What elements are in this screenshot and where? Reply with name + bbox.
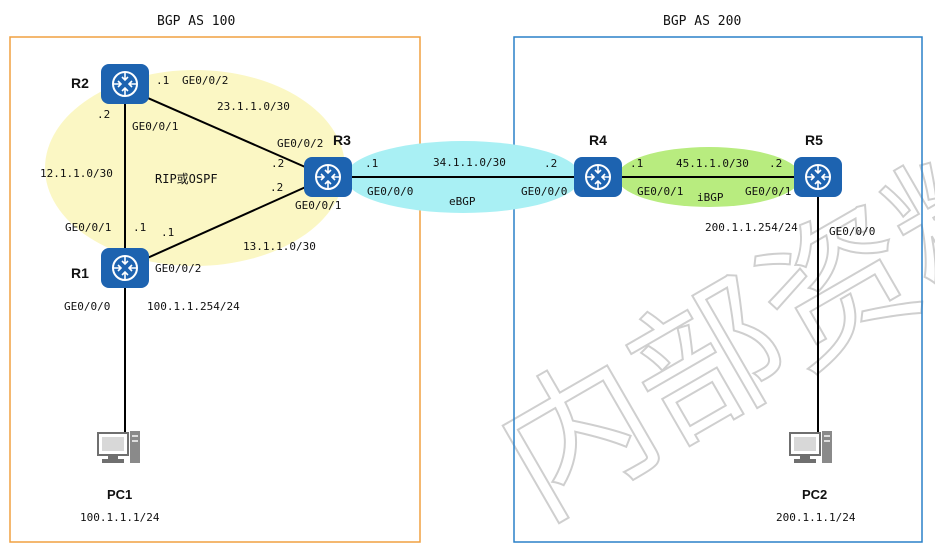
r4-ge000-if: GE0/0/0 — [521, 185, 567, 198]
r1-r3-subnet: 13.1.1.0/30 — [243, 240, 316, 253]
router-r5-name: R5 — [805, 132, 823, 148]
link-r1-r3 — [124, 176, 329, 269]
pc1-name: PC1 — [107, 487, 132, 502]
r3-ge002-host: .2 — [271, 157, 284, 170]
r1-ge001-host: .1 — [133, 221, 146, 234]
r1-ge001-if: GE0/0/1 — [65, 221, 111, 234]
r1-r2-subnet: 12.1.1.0/30 — [40, 167, 113, 180]
r4-ge001-host: .1 — [630, 157, 643, 170]
r4-r5-subnet: 45.1.1.0/30 — [676, 157, 749, 170]
as100-title: BGP AS 100 — [157, 14, 235, 29]
r1-ge000-if: GE0/0/0 — [64, 300, 110, 313]
pc2-name: PC2 — [802, 487, 827, 502]
router-r5-icon[interactable] — [793, 156, 843, 198]
r3-ge000-if: GE0/0/0 — [367, 185, 413, 198]
router-r4-name: R4 — [589, 132, 607, 148]
pc1-icon[interactable] — [97, 430, 141, 464]
r4-ge000-host: .2 — [544, 157, 557, 170]
as200-title: BGP AS 200 — [663, 14, 741, 29]
r5-ge000-if: GE0/0/0 — [829, 225, 875, 238]
ibgp-label: iBGP — [697, 191, 724, 204]
as200-area — [513, 36, 923, 543]
rip-ospf-cloud — [45, 70, 345, 266]
ebgp-label: eBGP — [449, 195, 476, 208]
r3-ge001-host: .2 — [270, 181, 283, 194]
r3-r4-subnet: 34.1.1.0/30 — [433, 156, 506, 169]
r5-ge001-if: GE0/0/1 — [745, 185, 791, 198]
r1-ge002-if: GE0/0/2 — [155, 262, 201, 275]
r5-gateway: 200.1.1.254/24 — [705, 221, 798, 234]
router-r2-name: R2 — [71, 75, 89, 91]
pc1-ip: 100.1.1.1/24 — [80, 511, 160, 524]
r2-r3-subnet: 23.1.1.0/30 — [217, 100, 290, 113]
r4-ge001-if: GE0/0/1 — [637, 185, 683, 198]
router-r4-icon[interactable] — [573, 156, 623, 198]
as100-area — [9, 36, 421, 543]
r5-ge001-host: .2 — [769, 157, 782, 170]
rip-ospf-label: RIP或OSPF — [155, 172, 218, 186]
r3-ge000-host: .1 — [365, 157, 378, 170]
r1-ge002-host: .1 — [161, 226, 174, 239]
link-r2-r3 — [124, 87, 329, 178]
router-r3-icon[interactable] — [303, 156, 353, 198]
r2-ge002-host: .1 — [156, 74, 169, 87]
pc2-icon[interactable] — [789, 430, 833, 464]
router-r1-name: R1 — [71, 265, 89, 281]
r3-ge001-if: GE0/0/1 — [295, 199, 341, 212]
router-r1-icon[interactable] — [100, 247, 150, 289]
pc2-ip: 200.1.1.1/24 — [776, 511, 856, 524]
router-r3-name: R3 — [333, 132, 351, 148]
r2-ge001-if: GE0/0/1 — [132, 120, 178, 133]
router-r2-icon[interactable] — [100, 63, 150, 105]
r2-ge002-if: GE0/0/2 — [182, 74, 228, 87]
r2-ge001-host: .2 — [97, 108, 110, 121]
r1-gateway: 100.1.1.254/24 — [147, 300, 240, 313]
r3-ge002-if: GE0/0/2 — [277, 137, 323, 150]
